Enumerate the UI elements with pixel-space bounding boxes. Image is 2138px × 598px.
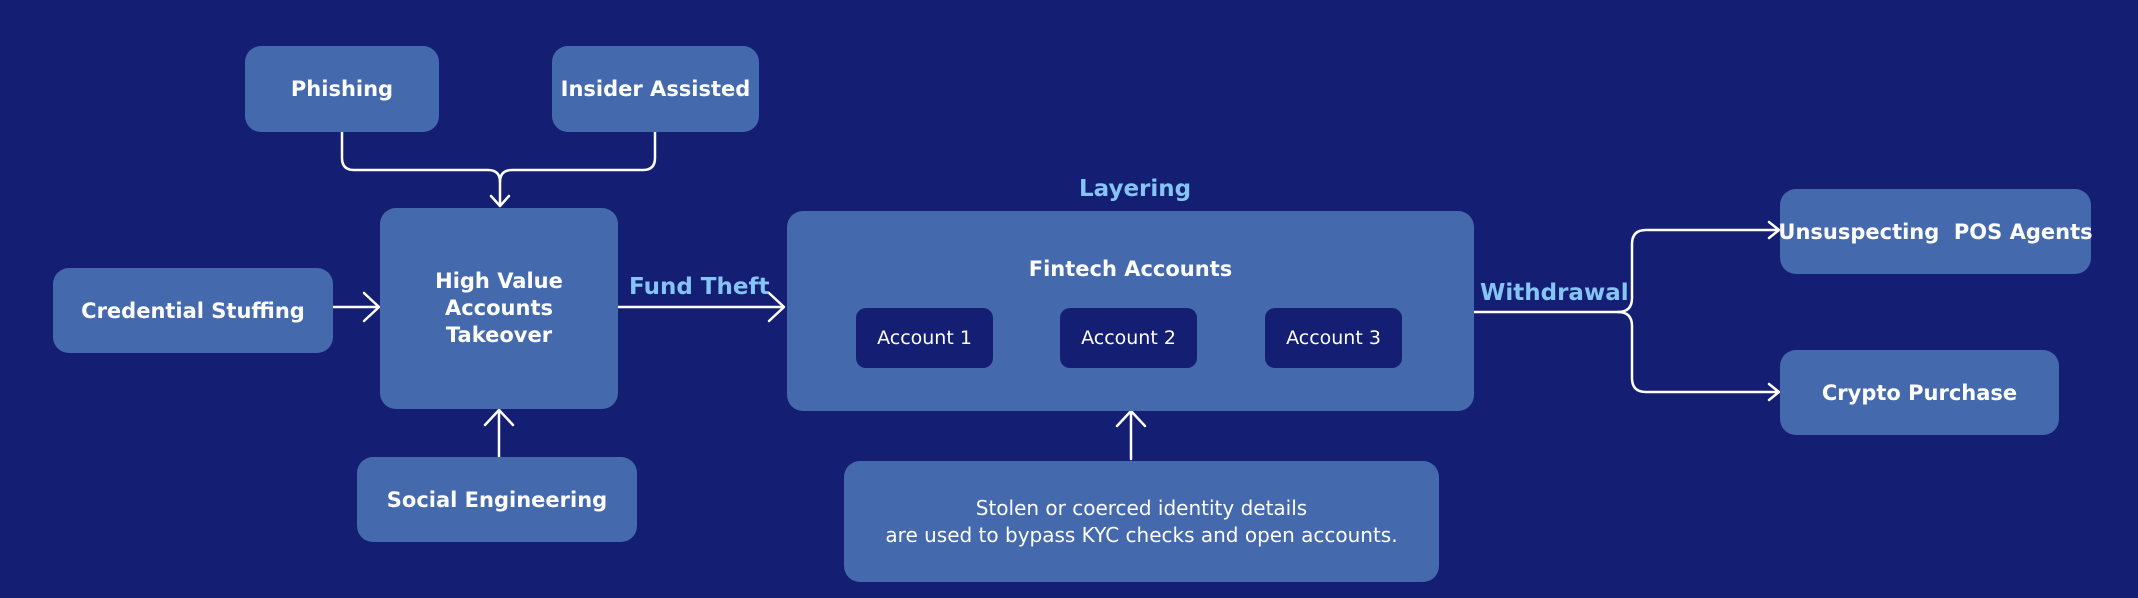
credential-stuffing-node: Credential Stuffing	[53, 268, 333, 353]
withdrawal-upper-branch	[1616, 228, 1780, 314]
takeover-line-2: Accounts	[444, 296, 553, 320]
kyc-note-box: Stolen or coerced identity details are u…	[844, 461, 1439, 582]
social-engineering-label: Social Engineering	[386, 487, 608, 512]
withdrawal-lower-branch	[1616, 310, 1780, 394]
social-arrowhead	[483, 408, 515, 427]
kyc-arrowhead	[1115, 409, 1147, 428]
social-engineering-node: Social Engineering	[357, 457, 637, 542]
account-1-label: Account 1	[877, 327, 972, 349]
account-3-node: Account 3	[1265, 308, 1402, 368]
phishing-node: Phishing	[245, 46, 439, 132]
kyc-note-line-1: Stolen or coerced identity details	[975, 495, 1308, 520]
account-2-label: Account 2	[1081, 327, 1176, 349]
takeover-line-3: Takeover	[445, 323, 553, 347]
pos-arrowhead	[1767, 220, 1781, 240]
account-3-label: Account 3	[1286, 327, 1381, 349]
kyc-note-line-2: are used to bypass KYC checks and open a…	[885, 522, 1398, 547]
fund-theft-label: Fund Theft	[629, 274, 770, 300]
phishing-connector	[340, 130, 502, 207]
account-1-node: Account 1	[856, 308, 993, 368]
insider-assisted-node: Insider Assisted	[552, 46, 759, 132]
takeover-line-1: High Value	[435, 269, 563, 293]
fintech-accounts-title: Fintech Accounts	[1028, 257, 1233, 281]
phishing-label: Phishing	[290, 77, 394, 101]
crypto-purchase-label: Crypto Purchase	[1821, 380, 2018, 405]
pos-agents-node: Unsuspecting POS Agents	[1778, 189, 2093, 274]
account-2-node: Account 2	[1060, 308, 1197, 368]
withdrawal-label: Withdrawal	[1480, 280, 1629, 306]
pos-agents-label: Unsuspecting POS Agents	[1778, 219, 2093, 244]
layering-label: Layering	[1079, 176, 1192, 202]
account-takeover-node: High Value Accounts Takeover	[380, 208, 618, 409]
crypto-purchase-node: Crypto Purchase	[1780, 350, 2059, 435]
phishing-arrowhead	[489, 194, 511, 208]
crypto-arrowhead	[1767, 382, 1781, 402]
fund-theft-arrowhead	[767, 291, 786, 323]
insider-assisted-label: Insider Assisted	[560, 77, 751, 101]
credential-stuffing-label: Credential Stuffing	[81, 298, 305, 323]
insider-connector	[498, 130, 657, 184]
credential-arrowhead	[362, 291, 381, 323]
